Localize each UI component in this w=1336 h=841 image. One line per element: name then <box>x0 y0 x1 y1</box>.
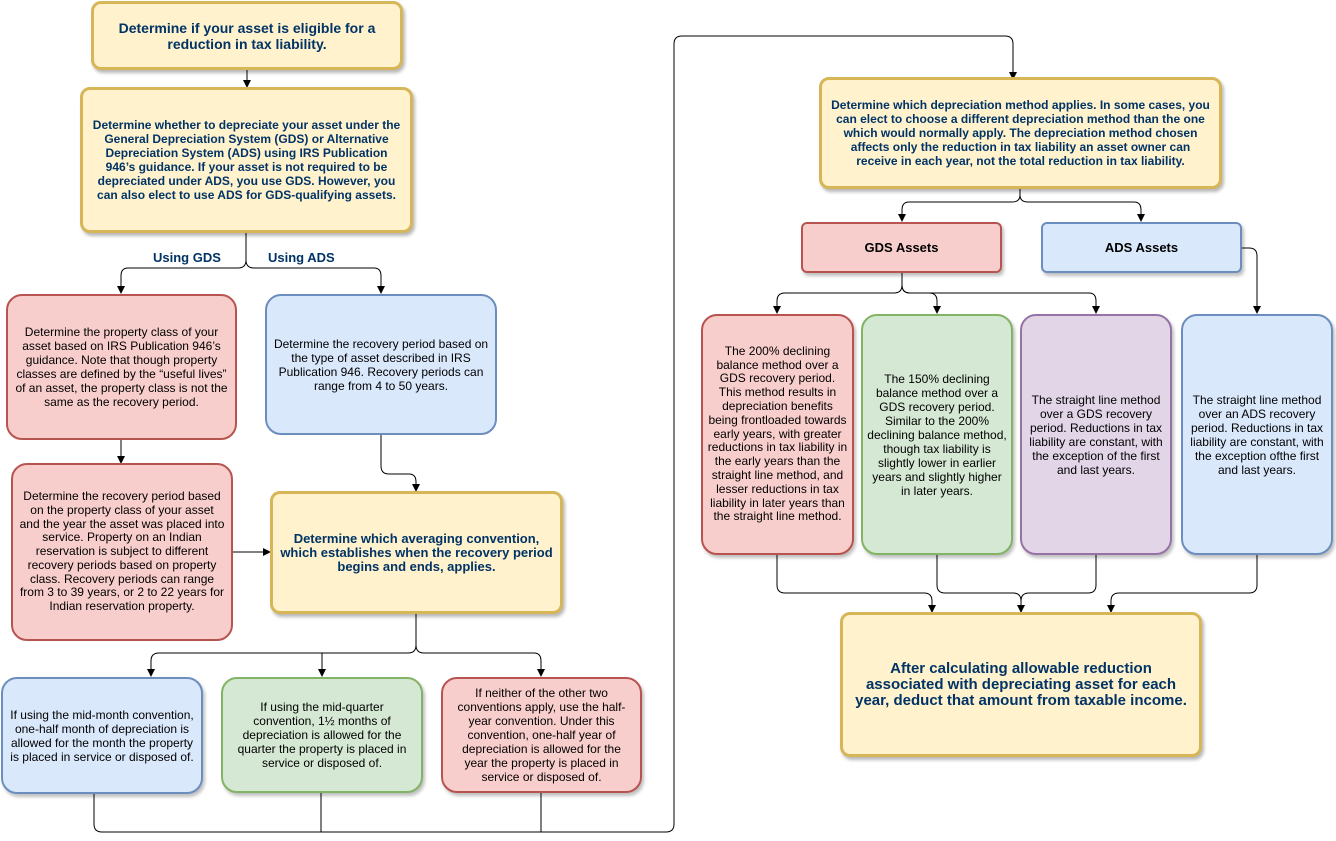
gds-assets-text: GDS Assets <box>864 239 939 255</box>
method-150-node: The 150% declining balance method over a… <box>861 314 1013 555</box>
mid-month-text: If using the mid-month convention, one-h… <box>10 707 194 764</box>
depreciation-method-node: Determine which depreciation method appl… <box>819 77 1222 189</box>
edge-split-to-property-class <box>117 233 247 294</box>
edge-ads-recovery-to-averaging <box>380 434 420 492</box>
mid-quarter-text: If using the mid-quarter convention, 1½ … <box>237 700 407 770</box>
using-ads-label: Using ADS <box>266 250 337 266</box>
ads-assets-text: ADS Assets <box>1104 239 1179 255</box>
edge-gds-assets-to-150 <box>901 284 941 314</box>
deduct-text: After calculating allowable reduction as… <box>855 659 1187 709</box>
edge-straight-gds-to-deduct <box>1020 555 1097 602</box>
straight-ads-text: The straight line method over an ADS rec… <box>1190 392 1324 477</box>
property-class-text: Determine the property class of your ass… <box>15 325 228 409</box>
gds-recovery-period-text: Determine the recovery period based on t… <box>19 489 225 613</box>
straight-gds-node: The straight line method over a GDS reco… <box>1020 314 1172 555</box>
method-200-node: The 200% declining balance method over a… <box>701 314 854 555</box>
edge-gds-assets-to-straight-gds <box>901 284 1100 314</box>
edge-ads-assets-to-straight-ads <box>1241 247 1261 314</box>
eligible-node: Determine if your asset is eligible for … <box>91 1 403 70</box>
half-year-node: If neither of the other two conventions … <box>441 677 642 793</box>
ads-recovery-period-text: Determine the recovery period based on t… <box>273 336 489 393</box>
mid-month-node: If using the mid-month convention, one-h… <box>1 677 203 794</box>
edge-conventions-to-depreciation-method <box>93 35 1017 833</box>
eligible-text: Determine if your asset is eligible for … <box>118 19 376 52</box>
averaging-convention-text: Determine which averaging convention, wh… <box>280 530 553 574</box>
edge-200-to-deduct <box>776 555 936 613</box>
edge-split-to-ads-recovery <box>245 259 385 294</box>
depreciation-method-text: Determine which depreciation method appl… <box>831 98 1210 168</box>
property-class-node: Determine the property class of your ass… <box>6 294 237 440</box>
edge-averaging-to-half-year <box>415 644 545 677</box>
mid-quarter-node: If using the mid-quarter convention, 1½ … <box>221 677 423 793</box>
gds-or-ads-node: Determine whether to depreciate your ass… <box>80 87 413 233</box>
ads-assets-node: ADS Assets <box>1041 222 1242 273</box>
ads-recovery-period-node: Determine the recovery period based on t… <box>265 294 497 435</box>
edge-method-to-gds-assets <box>898 189 1021 222</box>
using-gds-label: Using GDS <box>151 250 223 266</box>
edge-150-to-deduct <box>936 555 1025 613</box>
edge-straight-ads-to-deduct <box>1107 555 1258 613</box>
edge-gds-assets-to-200 <box>773 273 903 314</box>
method-150-text: The 150% declining balance method over a… <box>867 371 1007 498</box>
straight-gds-text: The straight line method over a GDS reco… <box>1029 392 1163 477</box>
gds-or-ads-text: Determine whether to depreciate your ass… <box>92 118 401 202</box>
edge-method-to-ads-assets <box>1019 194 1145 222</box>
edge-averaging-to-mid-month <box>147 613 417 677</box>
half-year-text: If neither of the other two conventions … <box>457 686 626 784</box>
gds-assets-node: GDS Assets <box>801 222 1002 273</box>
gds-recovery-period-node: Determine the recovery period based on t… <box>11 463 233 641</box>
deduct-node: After calculating allowable reduction as… <box>840 612 1202 757</box>
averaging-convention-node: Determine which averaging convention, wh… <box>270 491 563 614</box>
straight-ads-node: The straight line method over an ADS rec… <box>1181 314 1333 555</box>
method-200-text: The 200% declining balance method over a… <box>707 343 848 524</box>
